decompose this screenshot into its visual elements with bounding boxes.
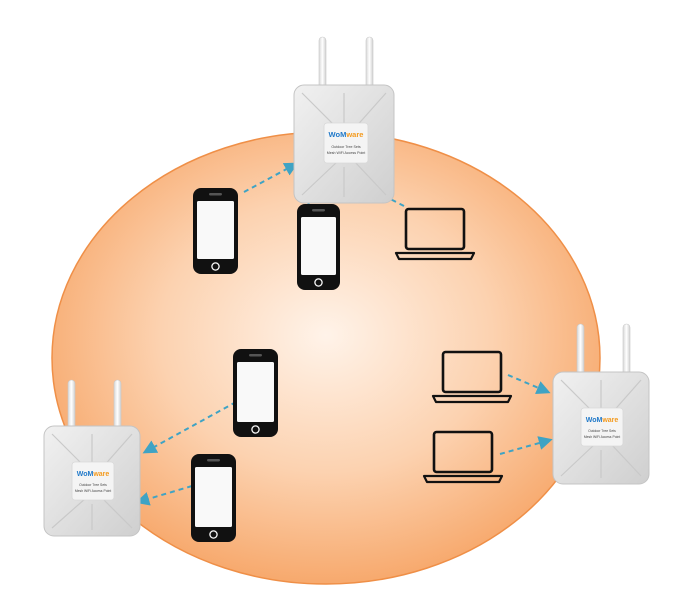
ap-tagline-1: Outdoor Tree Sets	[79, 483, 107, 487]
smartphone-icon[interactable]	[233, 349, 278, 437]
ap-tagline-2: Mesh WiFi Access Point	[327, 151, 366, 155]
access-point-right[interactable]: WoMware Outdoor Tree Sets Mesh WiFi Acce…	[552, 323, 650, 485]
ap-facet-lines	[301, 92, 387, 197]
ap-tagline-2: Mesh WiFi Access Point	[75, 489, 111, 493]
laptop-icon[interactable]	[422, 430, 504, 484]
ap-brand: WoMware	[77, 471, 110, 478]
ap-tagline-1: Outdoor Tree Sets	[331, 145, 361, 149]
link-phone-4-to-ap-left	[135, 485, 193, 506]
smartphone-icon[interactable]	[297, 204, 340, 290]
smartphone-icon[interactable]	[191, 454, 236, 542]
antenna-left	[67, 379, 76, 433]
antenna-left	[318, 36, 327, 90]
access-point-left[interactable]: WoMware Outdoor Tree Sets Mesh WiFi Acce…	[43, 379, 141, 537]
ap-brand: WoMware	[586, 417, 619, 424]
antenna-right	[365, 36, 374, 90]
ap-brand: WoMware	[329, 130, 364, 139]
ap-tagline-2: Mesh WiFi Access Point	[584, 435, 620, 439]
ap-label-plate	[71, 461, 115, 501]
ap-tagline-1: Outdoor Tree Sets	[588, 429, 616, 433]
antenna-right	[622, 323, 631, 377]
link-laptop-2-to-ap-right	[507, 374, 551, 395]
access-point-top[interactable]: WoMware Outdoor Tree Sets Mesh WiFi Acce…	[293, 36, 395, 204]
ap-label-plate	[323, 122, 369, 164]
laptop-icon[interactable]	[431, 350, 513, 404]
laptop-icon[interactable]	[394, 207, 476, 261]
ap-facet-lines	[560, 379, 642, 478]
antenna-left	[576, 323, 585, 377]
ap-facet-lines	[51, 433, 133, 530]
antenna-right	[113, 379, 122, 433]
link-phone-1-to-ap-top	[243, 162, 299, 193]
ap-label-plate	[580, 407, 624, 447]
smartphone-icon[interactable]	[193, 188, 238, 274]
